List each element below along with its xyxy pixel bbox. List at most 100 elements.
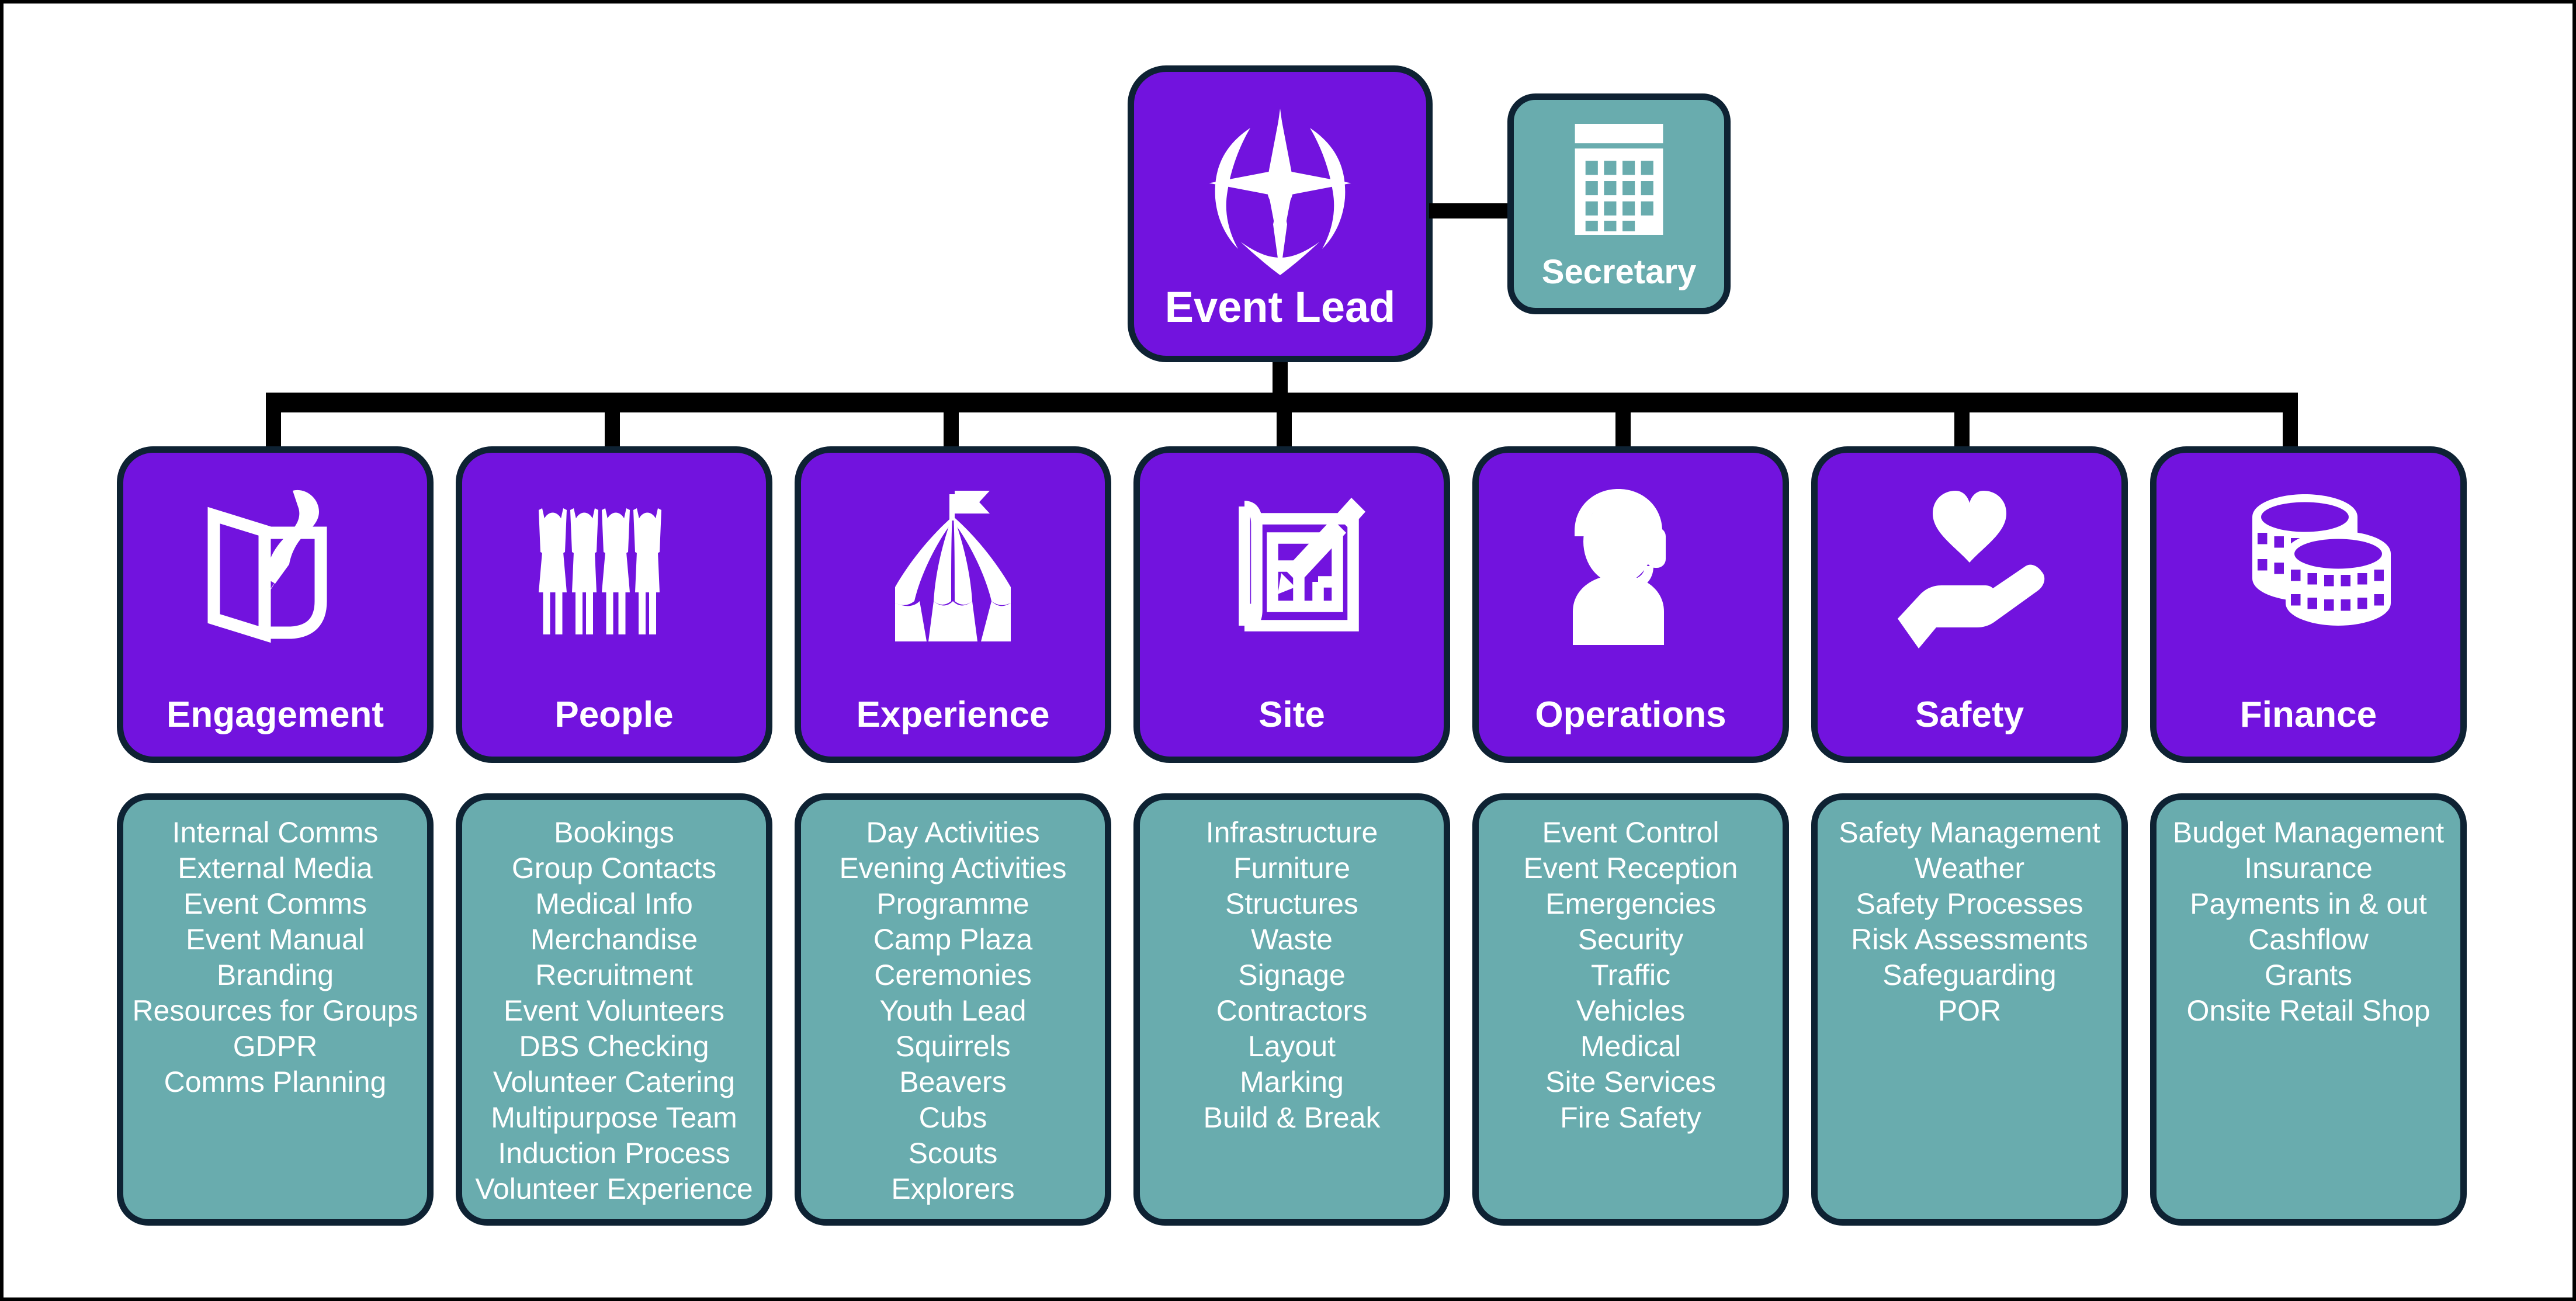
detail-item: Cubs [918, 1101, 987, 1134]
blueprint-pencil-icon [1204, 478, 1379, 654]
detail-item: Branding [216, 959, 334, 991]
detail-item: Grants [2264, 959, 2353, 991]
detail-item: Risk Assessments [1851, 923, 2088, 956]
detail-item: Safeguarding [1882, 959, 2057, 991]
detail-item: Comms Planning [164, 1066, 387, 1098]
category-label: Safety [1915, 695, 2024, 735]
node-category-safety[interactable]: Safety [1811, 446, 2128, 763]
node-category-finance[interactable]: Finance [2150, 446, 2467, 763]
detail-item: Programme [876, 887, 1029, 920]
category-label: People [554, 695, 674, 735]
detail-item: Scouts [908, 1137, 998, 1170]
detail-item: Safety Processes [1856, 887, 2083, 920]
detail-item: Explorers [891, 1172, 1015, 1205]
headset-operator-icon [1543, 478, 1718, 654]
calendar-icon [1563, 122, 1674, 237]
detail-item: Signage [1238, 959, 1346, 991]
detail-item: Contractors [1216, 994, 1368, 1027]
detail-item: Induction Process [498, 1137, 730, 1170]
detail-item: DBS Checking [519, 1030, 709, 1063]
event-lead-label: Event Lead [1164, 283, 1396, 331]
detail-item: Vehicles [1576, 994, 1686, 1027]
node-event-lead[interactable]: Event Lead [1128, 65, 1433, 362]
detail-item: Build & Break [1203, 1101, 1381, 1134]
detail-item: External Media [178, 852, 373, 884]
detail-item: Safety Management [1839, 816, 2100, 849]
detail-item: Security [1578, 923, 1684, 956]
connector-drop-4 [1277, 412, 1292, 449]
detail-item: Event Volunteers [503, 994, 725, 1027]
detail-item: Camp Plaza [873, 923, 1033, 956]
detail-item: Recruitment [535, 959, 693, 991]
pinned-note-icon [188, 478, 363, 654]
detail-item: Layout [1247, 1030, 1336, 1063]
node-category-engagement[interactable]: Engagement [117, 446, 434, 763]
connector-drop-7 [2283, 412, 2298, 449]
node-category-experience[interactable]: Experience [795, 446, 1111, 763]
detail-item: Infrastructure [1205, 816, 1378, 849]
detail-item: Volunteer Experience [475, 1172, 753, 1205]
node-category-people[interactable]: People [456, 446, 772, 763]
detail-item: Group Contacts [511, 852, 717, 884]
detail-item: Squirrels [895, 1030, 1011, 1063]
connector-drop-1 [266, 412, 281, 449]
connector-drop-3 [944, 412, 959, 449]
detail-item: Marking [1240, 1066, 1344, 1098]
detail-item: Structures [1225, 887, 1358, 920]
category-label: Site [1258, 695, 1325, 735]
category-label: Operations [1535, 695, 1726, 735]
detail-item: Event Control [1542, 816, 1719, 849]
node-secretary[interactable]: Secretary [1507, 93, 1731, 314]
connector-drop-6 [1954, 412, 1970, 449]
detail-item: Furniture [1233, 852, 1351, 884]
detail-item: Ceremonies [874, 959, 1032, 991]
connector-horizontal-bus [266, 393, 2298, 412]
detail-item: Fire Safety [1560, 1101, 1701, 1134]
connector-lead-secretary [1429, 203, 1511, 218]
detail-item: Merchandise [530, 923, 698, 956]
connector-stem [1273, 362, 1288, 398]
detail-item: Resources for Groups [132, 994, 418, 1027]
category-label: Engagement [166, 695, 384, 735]
detail-item: Onsite Retail Shop [2186, 994, 2431, 1027]
connector-drop-2 [605, 412, 620, 449]
detail-item: Medical [1580, 1030, 1681, 1063]
circus-tent-icon [865, 478, 1041, 654]
connector-drop-5 [1615, 412, 1631, 449]
detail-item: Beavers [899, 1066, 1007, 1098]
heart-in-hand-icon [1882, 478, 2057, 654]
detail-item: Emergencies [1545, 887, 1716, 920]
node-category-site[interactable]: Site [1133, 446, 1450, 763]
detail-item: Event Reception [1523, 852, 1738, 884]
detail-item: Budget Management [2172, 816, 2445, 849]
detail-item: Waste [1251, 923, 1333, 956]
compass-icon [1184, 107, 1377, 282]
coins-stack-icon [2221, 478, 2396, 654]
detail-item: Cashflow [2248, 923, 2369, 956]
detail-item: Payments in & out [2190, 887, 2427, 920]
detail-item: Insurance [2244, 852, 2373, 884]
node-category-operations[interactable]: Operations [1472, 446, 1789, 763]
detail-item: Evening Activities [839, 852, 1067, 884]
detail-item: Traffic [1590, 959, 1671, 991]
detail-item: GDPR [233, 1030, 318, 1063]
category-label: Experience [856, 695, 1050, 735]
secretary-label: Secretary [1541, 253, 1697, 291]
detail-item: Event Manual [186, 923, 365, 956]
detail-item: Bookings [554, 816, 674, 849]
detail-item: Weather [1914, 852, 2025, 884]
